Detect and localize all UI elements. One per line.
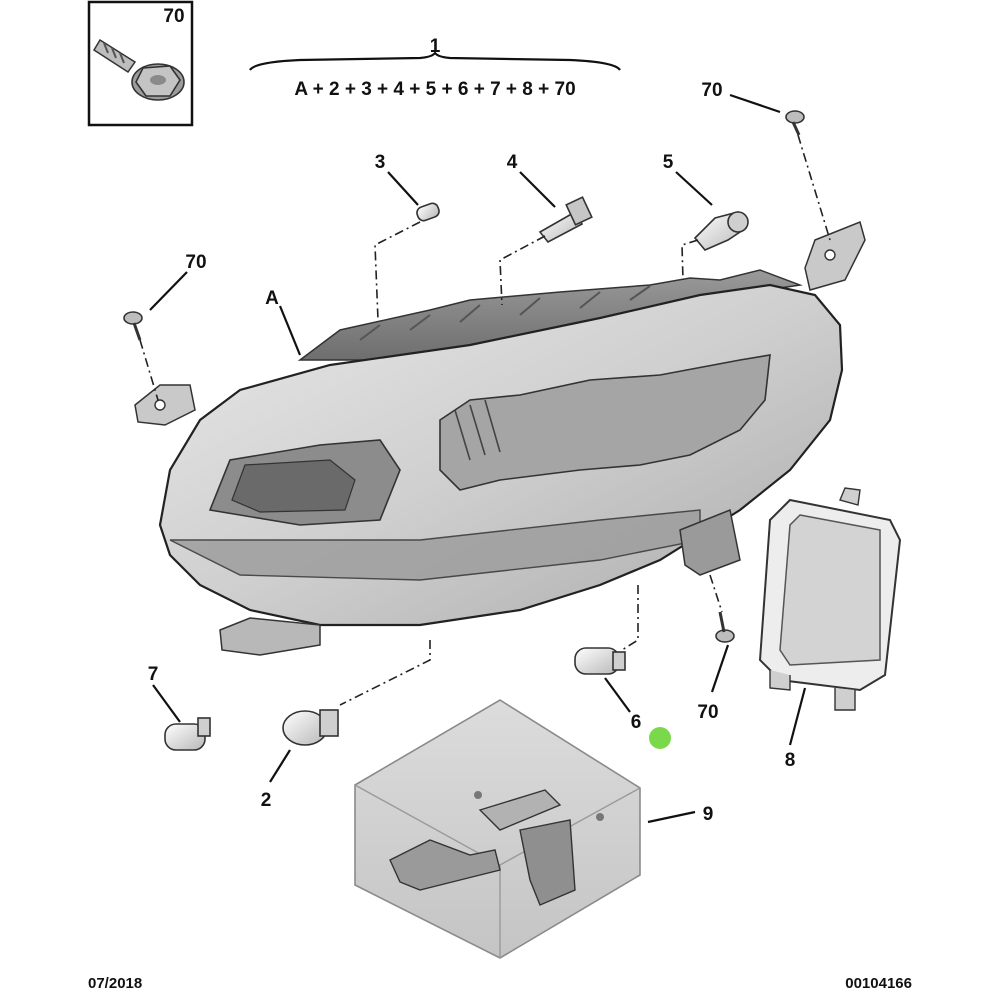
diagram-date: 07/2018 bbox=[88, 975, 143, 992]
callout-9: 9 bbox=[703, 804, 714, 825]
screw-left-icon[interactable] bbox=[123, 311, 143, 341]
bracket-kit-9-icon[interactable] bbox=[354, 699, 641, 959]
callout-7: 7 bbox=[148, 664, 159, 685]
callout-6: 6 bbox=[631, 712, 642, 733]
callout-70-top-right: 70 bbox=[701, 80, 722, 101]
leader-lines bbox=[149, 93, 807, 824]
assembly-number: 1 bbox=[430, 36, 441, 57]
headlamp-unit[interactable] bbox=[134, 220, 866, 656]
screw-bottom-icon[interactable] bbox=[715, 611, 735, 643]
bulb-7-icon[interactable] bbox=[164, 717, 211, 751]
cover-8-icon[interactable] bbox=[758, 487, 902, 711]
bulb-6-icon[interactable] bbox=[574, 647, 626, 675]
callout-70-left: 70 bbox=[185, 252, 206, 273]
callout-a: A bbox=[265, 288, 279, 309]
callout-2: 2 bbox=[261, 790, 272, 811]
screw-top-right-icon[interactable] bbox=[785, 110, 805, 136]
callout-labels: 3 4 5 70 70 A 7 2 6 70 8 9 bbox=[148, 80, 796, 825]
callout-70-bottom: 70 bbox=[697, 702, 718, 723]
selection-marker bbox=[649, 727, 671, 749]
assembly-formula: A + 2 + 3 + 4 + 5 + 6 + 7 + 8 + 70 bbox=[294, 79, 575, 100]
assembly-lines bbox=[139, 134, 831, 706]
assembly-header: 1 A + 2 + 3 + 4 + 5 + 6 + 7 + 8 + 70 bbox=[249, 36, 621, 100]
assembly-brace bbox=[249, 51, 621, 71]
callout-5: 5 bbox=[663, 152, 674, 173]
fastener-box: 70 bbox=[87, 0, 194, 127]
bulb-3-icon[interactable] bbox=[415, 202, 440, 223]
diagram-code: 00104166 bbox=[845, 975, 912, 992]
bulb-5-icon[interactable] bbox=[693, 211, 749, 251]
flange-bolt-icon bbox=[92, 38, 185, 101]
callout-8: 8 bbox=[785, 750, 796, 771]
callout-4: 4 bbox=[507, 152, 518, 173]
drl-module bbox=[439, 354, 771, 491]
fastener-box-number: 70 bbox=[163, 6, 184, 27]
bulb-2-icon[interactable] bbox=[282, 709, 339, 746]
bulb-4-icon[interactable] bbox=[538, 196, 593, 244]
callout-3: 3 bbox=[375, 152, 386, 173]
